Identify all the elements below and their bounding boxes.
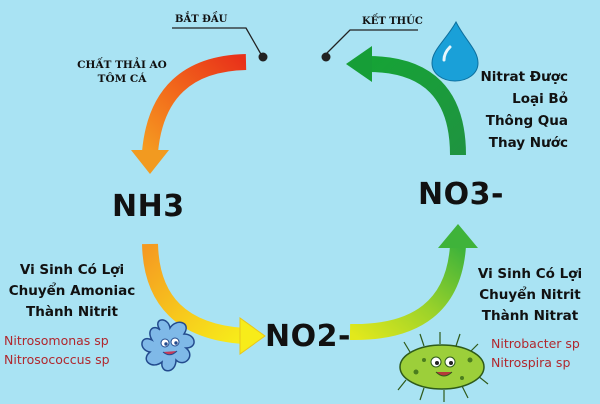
compound-nh3: NH3: [112, 189, 185, 224]
water-drop-icon: [431, 20, 479, 82]
nitrate-removal-text: Nitrat Được Loại Bỏ Thông Qua Thay Nước: [470, 66, 569, 154]
blue-microbe-icon: [141, 319, 195, 372]
step1-description: Vi Sinh Có Lợi Chuyển Amoniac Thành Nitr…: [4, 260, 140, 323]
removal-line: Loại Bỏ: [512, 91, 568, 107]
step1-line: Vi Sinh Có Lợi: [19, 262, 125, 278]
step2-line: Vi Sinh Có Lợi: [477, 266, 583, 282]
species-name: Nitrobacter sp: [491, 336, 580, 351]
end-marker: [321, 29, 418, 62]
start-label: BẮT ĐẦU: [175, 14, 228, 25]
species-name: Nitrosococcus sp: [4, 352, 110, 367]
step2-species: Nitrobacter sp Nitrospira sp: [491, 334, 580, 372]
step1-line: Chuyển Amoniac: [8, 283, 136, 299]
waste-label: CHẤT THẢI AO TÔM CÁ: [62, 58, 182, 86]
arrow-no3-to-end: [346, 46, 466, 156]
compound-no3: NO3-: [418, 177, 504, 212]
step2-description: Vi Sinh Có Lợi Chuyển Nitrit Thành Nitra…: [464, 264, 596, 327]
arrow-waste-to-nh3: [131, 54, 247, 174]
arrow-nh3-to-no2: [142, 243, 266, 355]
step1-species: Nitrosomonas sp Nitrosococcus sp: [4, 331, 110, 369]
removal-line: Thông Qua: [485, 113, 568, 129]
waste-label-line: TÔM CÁ: [97, 73, 147, 85]
waste-label-line: CHẤT THẢI AO: [77, 59, 167, 71]
end-label: KẾT THÚC: [362, 16, 423, 27]
removal-line: Thay Nước: [488, 135, 568, 151]
step1-line: Thành Nitrit: [26, 304, 118, 320]
step2-line: Chuyển Nitrit: [479, 287, 581, 303]
species-name: Nitrospira sp: [491, 355, 571, 370]
compound-no2: NO2-: [265, 319, 351, 354]
step2-line: Thành Nitrat: [481, 308, 579, 324]
species-name: Nitrosomonas sp: [4, 333, 109, 348]
arrow-no2-to-no3: [349, 224, 478, 341]
green-bacterium-icon: [397, 332, 489, 402]
start-marker: [172, 27, 268, 62]
removal-line: Nitrat Được: [480, 69, 569, 85]
